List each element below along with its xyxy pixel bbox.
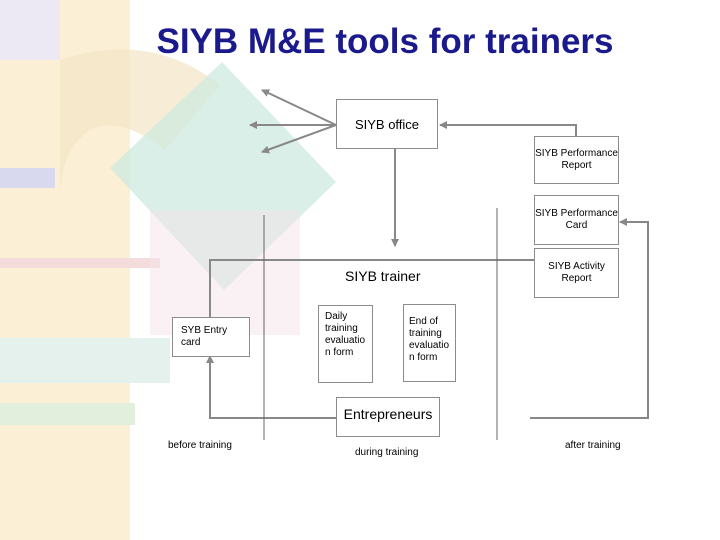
- bg-green-strip: [0, 403, 135, 425]
- page-title: SIYB M&E tools for trainers: [156, 22, 614, 61]
- office-out-arrow-3: [261, 124, 337, 154]
- entry-card-label: SYB Entry card: [181, 325, 228, 348]
- bg-teal-block: [0, 338, 170, 383]
- performance-card-label: SIYB Performance Card: [535, 208, 618, 231]
- bg-lavender-block: [0, 0, 60, 60]
- daily-evaluation-box: Daily training evaluatio n form: [318, 305, 373, 383]
- phase-before-label: before training: [168, 440, 232, 451]
- entrepreneurs-label: Entrepreneurs: [343, 406, 433, 422]
- end-evaluation-label: End of training evaluatio n form: [409, 316, 450, 363]
- entrycard-to-activity-line: [209, 259, 534, 318]
- bg-pink-strip: [0, 258, 160, 268]
- siyb-trainer-label: SIYB trainer: [345, 268, 421, 284]
- entrepreneurs-to-card-arrow: [530, 218, 649, 419]
- phase-after-label: after training: [565, 440, 621, 451]
- daily-evaluation-label: Daily training evaluatio n form: [325, 311, 366, 358]
- entrepreneurs-to-entrycard-arrow: [206, 355, 336, 419]
- entrepreneurs-box: Entrepreneurs: [336, 397, 440, 437]
- performance-card-box: SIYB Performance Card: [534, 195, 619, 245]
- office-out-arrow-1: [261, 89, 337, 126]
- siyb-office-label: SIYB office: [354, 116, 420, 132]
- performance-report-box: SIYB Performance Report: [534, 136, 619, 184]
- activity-report-label: SIYB Activity Report: [548, 261, 605, 284]
- entry-card-box: SYB Entry card: [172, 317, 250, 357]
- performance-report-label: SIYB Performance Report: [535, 148, 618, 171]
- activity-report-box: SIYB Activity Report: [534, 248, 619, 298]
- end-evaluation-box: End of training evaluatio n form: [403, 304, 456, 382]
- phase-during-label: during training: [355, 447, 419, 458]
- bg-lavender-strip: [0, 168, 55, 188]
- siyb-office-box: SIYB office: [336, 99, 438, 149]
